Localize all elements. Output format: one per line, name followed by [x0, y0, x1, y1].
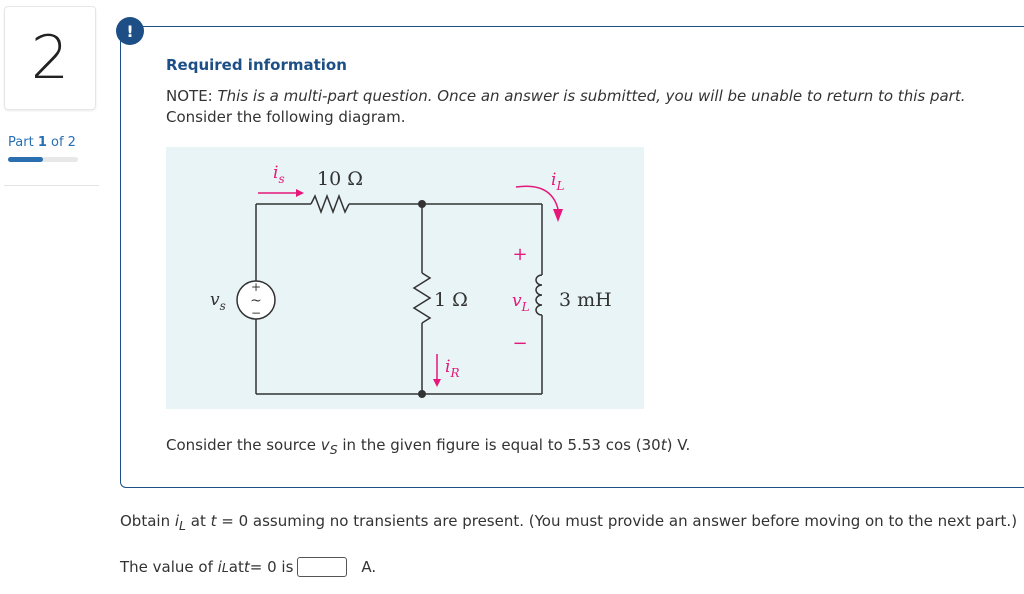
source-circle: [236, 280, 276, 320]
vL-minus: −: [512, 333, 527, 354]
question-number-card: 2: [4, 6, 96, 110]
source-plus: +: [251, 280, 261, 294]
part-prefix: Part: [8, 135, 34, 150]
iR-arrow-head: [433, 379, 441, 387]
part-current: 1: [37, 135, 47, 150]
part-total: 2: [67, 135, 76, 150]
part-progress-bar: [8, 157, 78, 162]
source-minus: −: [251, 306, 261, 320]
iR-label: iR: [445, 357, 459, 380]
part-of: of: [51, 135, 64, 150]
answer-unit: A.: [361, 558, 377, 576]
divider: [4, 185, 99, 186]
iL-arrow-head: [553, 209, 563, 222]
source-tilde: ~: [250, 293, 262, 309]
vL-label: vL: [512, 291, 530, 314]
inductor-label: 3 mH: [559, 289, 612, 311]
question-number: 2: [30, 23, 70, 93]
question-prompt: Obtain iL at t = 0 assuming no transient…: [120, 512, 1018, 533]
required-info-title: Required information: [166, 56, 347, 74]
is-arrow-head: [296, 189, 304, 197]
r1-label: 10 Ω: [317, 168, 363, 190]
note-text: NOTE: This is a multi-part question. Onc…: [166, 87, 965, 105]
alert-icon: !: [116, 17, 144, 45]
resistor-1-symbol: [412, 272, 432, 324]
circuit-svg: + ~ − 10 Ω 1 Ω 3 mH vs is iL iR + v: [210, 163, 612, 398]
note-body: This is a multi-part question. Once an a…: [217, 87, 966, 105]
resistor-10-symbol: [310, 193, 350, 215]
source-description: Consider the source vS in the given figu…: [166, 436, 691, 457]
r2-label: 1 Ω: [434, 289, 468, 311]
node-top: [418, 200, 426, 208]
node-bottom: [418, 390, 426, 398]
circuit-diagram: + ~ − 10 Ω 1 Ω 3 mH vs is iL iR + v: [166, 147, 644, 409]
iL-label: iL: [551, 170, 564, 193]
note-label: NOTE:: [166, 87, 213, 105]
iL-arrow-curve: [515, 185, 559, 210]
vs-label: vs: [210, 290, 226, 313]
is-label: is: [273, 163, 285, 186]
part-indicator: Part 1 of 2: [8, 135, 76, 150]
consider-diagram-text: Consider the following diagram.: [166, 108, 406, 126]
required-info-panel: [120, 26, 1024, 488]
inductor-symbol: [535, 274, 543, 316]
vL-plus: +: [512, 244, 527, 265]
answer-input[interactable]: [297, 557, 348, 577]
part-progress-fill: [8, 157, 43, 162]
